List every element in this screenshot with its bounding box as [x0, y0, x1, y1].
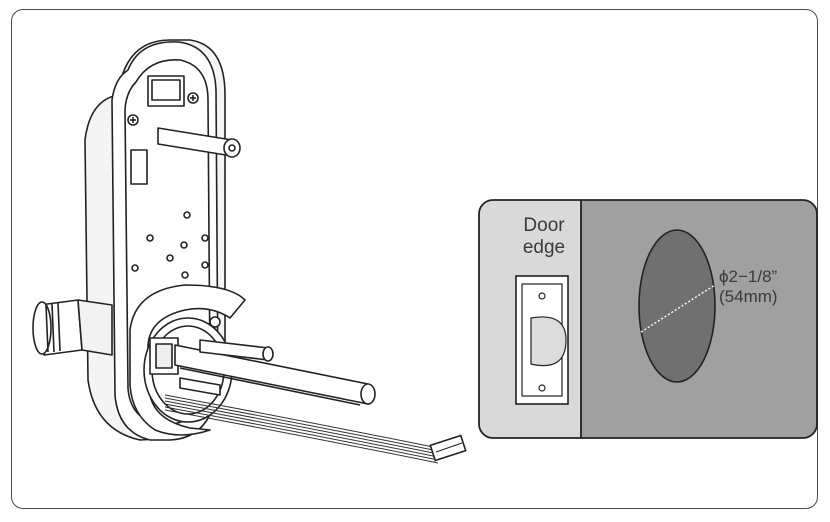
lock-body-illustration — [32, 39, 376, 441]
door-edge-label: Door edge — [522, 215, 566, 258]
hole-diameter-label: ϕ2−1/8” — [719, 267, 778, 286]
bore-hole — [638, 229, 716, 383]
hole-diameter-metric-label: (54mm) — [719, 287, 778, 306]
diameter-line — [640, 284, 716, 333]
door-hole-diagram — [478, 199, 818, 439]
ribbon-cable — [164, 394, 467, 464]
